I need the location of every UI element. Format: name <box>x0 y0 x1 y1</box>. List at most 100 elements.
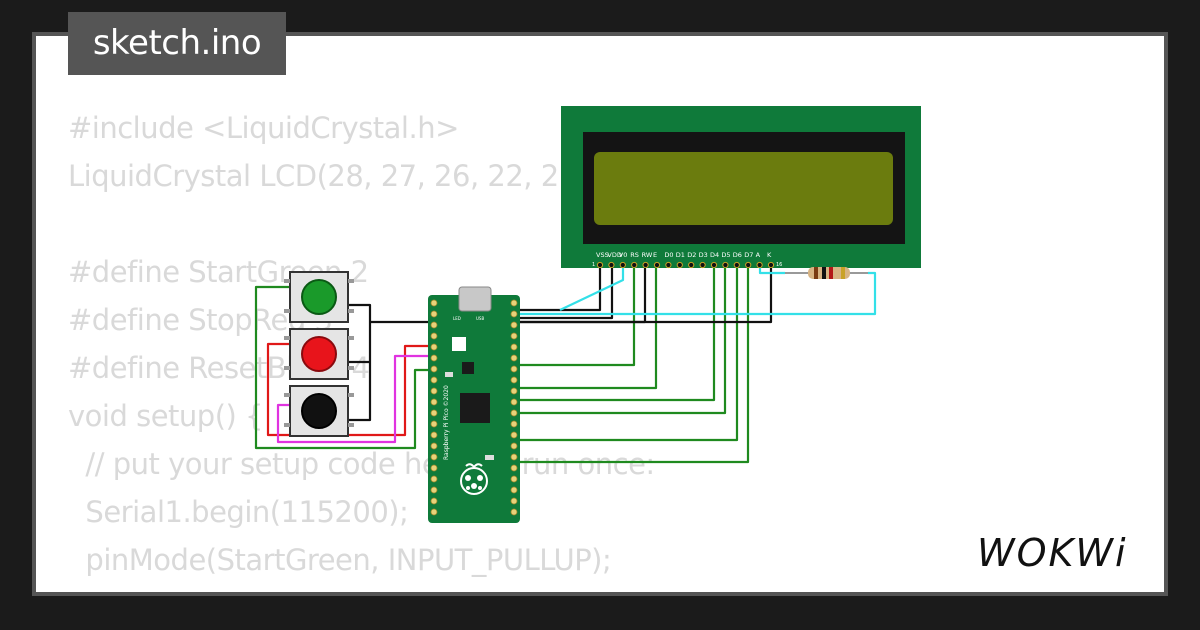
lcd-pin-label: D2 <box>687 251 696 259</box>
lcd-pin[interactable] <box>631 261 638 269</box>
pico-pin-pad[interactable] <box>430 376 438 384</box>
lcd-pin-label: D7 <box>744 251 753 259</box>
bootsel-button <box>452 337 466 351</box>
code-line: Serial1.begin(115200); <box>68 495 409 529</box>
lcd-pin[interactable] <box>608 261 615 269</box>
pico-pin-pad[interactable] <box>430 464 438 472</box>
pico-pin-pad[interactable] <box>430 508 438 516</box>
wokwi-logo: WOKWi <box>977 531 1128 575</box>
lcd-pin[interactable] <box>767 261 775 269</box>
lcd-pin[interactable] <box>710 261 718 269</box>
pico-pin-pad[interactable] <box>510 409 518 417</box>
pico-pin-pad[interactable] <box>430 387 438 395</box>
pico-pin-pad[interactable] <box>510 321 518 329</box>
raspberry-logo-icon <box>460 463 488 495</box>
lcd-pin-label: RS <box>630 251 639 259</box>
pico-pin-pad[interactable] <box>430 398 438 406</box>
pushbutton-stop[interactable] <box>284 328 354 380</box>
lcd-pin[interactable] <box>699 261 706 269</box>
raspberry-pi-pico[interactable]: LED USB Raspberry Pi Pico ©2020 <box>428 286 520 523</box>
pico-pin-pad[interactable] <box>430 299 438 307</box>
lcd-pin-label: D1 <box>676 251 685 259</box>
pico-pin-pad[interactable] <box>430 354 438 362</box>
pico-pin-pad[interactable] <box>430 409 438 417</box>
lcd-pin[interactable] <box>642 261 649 269</box>
lcd-pin-number: 1 <box>592 262 595 268</box>
pico-pin-pad[interactable] <box>510 343 518 351</box>
pico-pin-pad[interactable] <box>510 310 518 318</box>
wokwi-logo-text: WOKWi <box>977 531 1128 575</box>
lcd-pin[interactable] <box>722 261 729 269</box>
lcd-pin-label: D6 <box>733 251 742 259</box>
pico-pin-pad[interactable] <box>430 453 438 461</box>
lcd-pin[interactable] <box>688 261 695 269</box>
pico-led-label: LED <box>453 316 461 321</box>
pico-silkscreen: Raspberry Pi Pico ©2020 <box>443 385 450 460</box>
lcd-pin-label: VSS <box>596 251 609 259</box>
pico-pin-pad[interactable] <box>430 310 438 318</box>
pico-pin-pad[interactable] <box>510 497 518 505</box>
lcd-pin[interactable] <box>596 261 604 269</box>
pico-pin-pad[interactable] <box>510 398 518 406</box>
pico-pin-pad[interactable] <box>510 475 518 483</box>
code-line: pinMode(StopRed, INPUT_PULLUP); <box>68 584 655 592</box>
pico-pin-pad[interactable] <box>510 442 518 450</box>
pico-pin-pad[interactable] <box>430 420 438 428</box>
pico-pin-pad[interactable] <box>510 464 518 472</box>
pico-pin-pad[interactable] <box>510 354 518 362</box>
pico-pin-pad[interactable] <box>510 365 518 373</box>
pico-pin-pad[interactable] <box>430 365 438 373</box>
code-line: #include <LiquidCrystal.h> <box>68 111 459 145</box>
filename-tag: sketch.ino <box>68 12 286 75</box>
lcd-pin-label: V0 <box>619 251 628 259</box>
wires <box>254 268 877 464</box>
lcd-pin-label: K <box>767 251 772 259</box>
lcd-pin-label: A <box>756 251 761 259</box>
pico-pin-pad[interactable] <box>510 508 518 516</box>
lcd-pin-label: RW <box>642 251 653 259</box>
lcd-pin-number: 16 <box>776 262 782 268</box>
lcd-pin-label: D4 <box>710 251 719 259</box>
lcd-pin-label: VDD <box>607 251 621 259</box>
lcd-pin[interactable] <box>756 261 763 269</box>
lcd-pin[interactable] <box>619 261 626 269</box>
pico-pin-pad[interactable] <box>510 376 518 384</box>
pico-pin-pad[interactable] <box>510 453 518 461</box>
pico-pin-pad[interactable] <box>430 442 438 450</box>
pico-pin-pad[interactable] <box>510 332 518 340</box>
pico-pin-pad[interactable] <box>510 486 518 494</box>
usb-connector <box>458 286 492 312</box>
pico-pin-pad[interactable] <box>510 387 518 395</box>
lcd-pin[interactable] <box>733 261 740 269</box>
code-line: void setup() { <box>68 399 263 433</box>
lcd-pin-label: D3 <box>699 251 708 259</box>
pico-pin-pad[interactable] <box>510 420 518 428</box>
lcd-pin[interactable] <box>676 261 683 269</box>
lcd-screen <box>594 152 893 225</box>
pico-pin-pad[interactable] <box>430 321 438 329</box>
pico-pin-pads <box>430 299 518 516</box>
pico-usb-label: USB <box>476 316 484 321</box>
lcd-pin[interactable] <box>653 261 661 269</box>
code-line: pinMode(StartGreen, INPUT_PULLUP); <box>68 543 612 577</box>
resistor[interactable] <box>785 267 868 279</box>
pico-pin-pad[interactable] <box>510 431 518 439</box>
rp2040-chip <box>460 393 490 423</box>
lcd-pin-label: D0 <box>664 251 673 259</box>
code-line: // put your setup code here, to run once… <box>68 447 655 481</box>
lcd-pin-label: E <box>653 251 657 259</box>
pico-pin-pad[interactable] <box>430 332 438 340</box>
lcd-pin-label: D5 <box>721 251 730 259</box>
pico-pin-pad[interactable] <box>430 343 438 351</box>
lcd-pin[interactable] <box>745 261 752 269</box>
pico-pin-pad[interactable] <box>430 475 438 483</box>
pico-pin-pad[interactable] <box>430 431 438 439</box>
pico-pin-pad[interactable] <box>430 486 438 494</box>
pushbutton-reset[interactable] <box>284 385 354 437</box>
pico-pin-pad[interactable] <box>430 497 438 505</box>
pushbutton-start[interactable] <box>284 271 354 323</box>
lcd-pin[interactable] <box>665 261 672 269</box>
pico-pin-pad[interactable] <box>510 299 518 307</box>
